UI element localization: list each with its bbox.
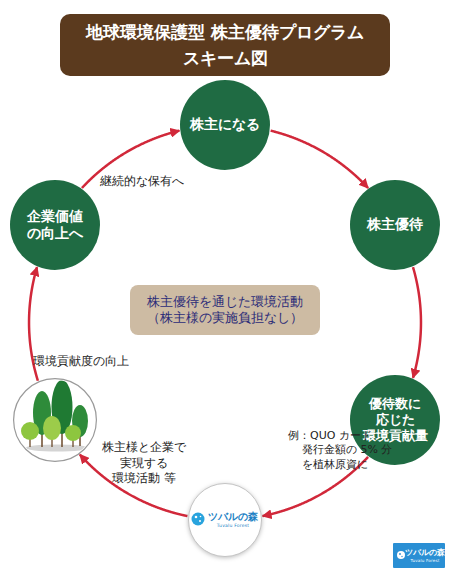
node-content: 株主になる — [180, 80, 270, 170]
node-label: ツバルの森 — [208, 511, 258, 524]
cycle-arrow — [413, 267, 421, 378]
circle-node: 企業価値 の向上へ — [10, 180, 100, 270]
circle-shape — [189, 484, 262, 557]
circle-node: 株主になる — [180, 80, 270, 170]
title-banner: 地球環境保護型 株主優待プログラム スキーム図 — [60, 14, 390, 76]
circle-shape — [350, 180, 440, 270]
circle-shape — [14, 379, 97, 462]
node-sublabel: Tuvalu Forest — [217, 523, 249, 529]
circle-outline — [13, 378, 97, 462]
node-content: ツバルの森Tuvalu Forest — [188, 483, 262, 557]
node-label: 企業価値 の向上へ — [15, 208, 95, 243]
node-label: 株主になる — [190, 116, 260, 134]
circle-node: 株主優待 — [350, 180, 440, 270]
edge-label: 株主様と企業で 実現する 環境活動 等 — [98, 440, 190, 487]
node-content: 株主優待 — [350, 180, 440, 270]
node-content: 企業価値 の向上へ — [10, 180, 100, 270]
node-content — [13, 378, 97, 462]
node-label: 株主優待 — [367, 216, 423, 234]
edge-label: 例：QUO カード 発行金額の 5% 分 を植林原資に — [288, 429, 400, 472]
rounded-box: ツバルの森Tuvalu Forest — [393, 543, 445, 568]
node-content: 株主優待を通じた環境活動 （株主様の実施負担なし） — [130, 285, 320, 335]
cycle-arrow — [271, 131, 368, 188]
node-label: ツバルの森 — [405, 548, 445, 558]
edge-label: 環境貢献度の向上 — [33, 354, 163, 370]
circle-shape — [180, 80, 270, 170]
rounded-box: 株主優待を通じた環境活動 （株主様の実施負担なし） — [130, 285, 320, 335]
node-label: 株主優待を通じた環境活動 （株主様の実施負担なし） — [137, 294, 313, 327]
edge-label: 継続的な保有へ — [100, 174, 210, 190]
node-sublabel: Tuvalu Forest — [411, 558, 440, 563]
circle-node: ツバルの森Tuvalu Forest — [188, 483, 262, 557]
circle-shape — [10, 180, 100, 270]
node-content: ツバルの森Tuvalu Forest — [393, 543, 445, 568]
circle-node — [13, 378, 97, 462]
